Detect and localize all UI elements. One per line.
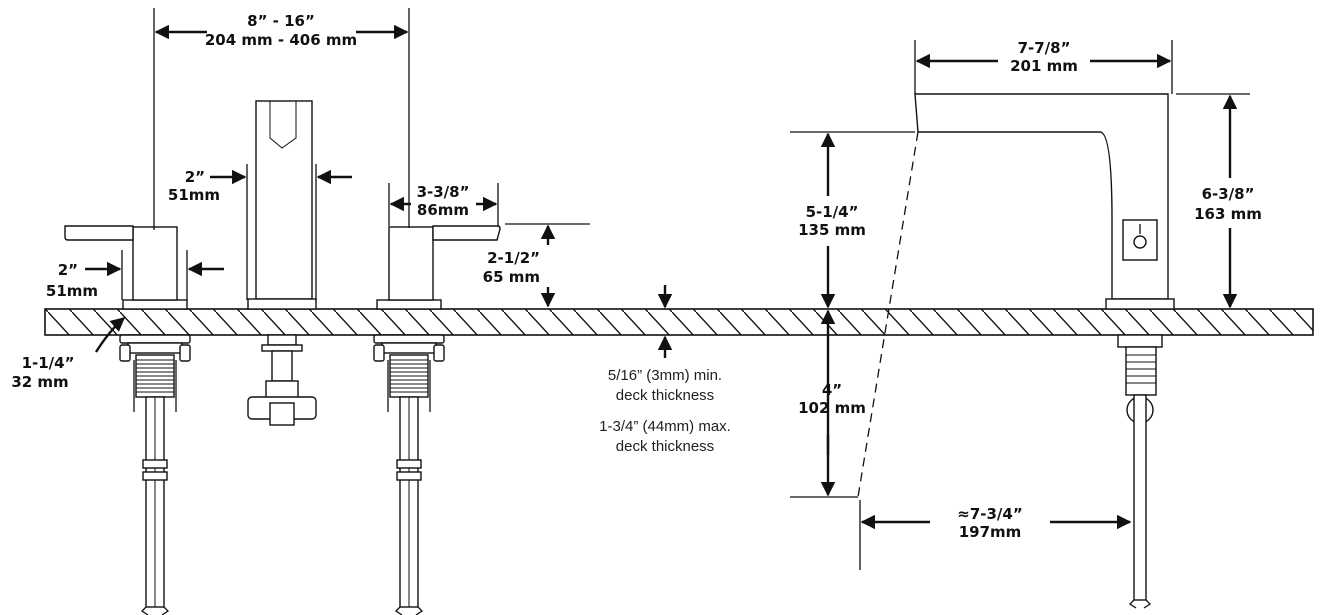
hole-dia-dim-imperial: 1-1/4”: [22, 354, 75, 372]
handle-reach-dim-imperial: 3-3/8”: [417, 183, 470, 201]
body-width-dim-imperial: 2”: [185, 168, 205, 186]
deck-note-line2: deck thickness: [616, 387, 714, 404]
below-deck-dim-imperial: 4”: [822, 381, 842, 399]
handle-reach-dim-metric: 86mm: [417, 201, 469, 219]
body-width-dim-metric: 51mm: [168, 186, 220, 204]
hole-dia-dim-metric: 32 mm: [11, 373, 68, 391]
spout-reach-dim-imperial: 7-7/8”: [1018, 39, 1071, 57]
spout-clearance-dim-imperial: 5-1/4”: [806, 203, 859, 221]
spout-clearance-dim-metric: 135 mm: [798, 221, 866, 239]
deck-note-line1: 5/16” (3mm) min.: [608, 367, 722, 384]
tailpiece-offset-dim-metric: 197mm: [959, 523, 1022, 541]
spout-height-dim-imperial: 6-3/8”: [1202, 185, 1255, 203]
dimension-labels: 8” - 16” 204 mm - 406 mm 2” 51mm 2” 51mm…: [11, 12, 1262, 541]
spread-dim-imperial: 8” - 16”: [247, 12, 315, 30]
spread-dim-metric: 204 mm - 406 mm: [205, 31, 357, 49]
handle-base-dim-imperial: 2”: [58, 261, 78, 279]
deck-note-line4: deck thickness: [616, 438, 714, 455]
spout-reach-dim-metric: 201 mm: [1010, 57, 1078, 75]
spout-assembly: [914, 93, 1175, 609]
center-body: [247, 100, 317, 426]
spout-height-dim-metric: 163 mm: [1194, 205, 1262, 223]
tailpiece-offset-dim-imperial: ≈7-3/4”: [957, 505, 1022, 523]
handle-height-dim-imperial: 2-1/2”: [487, 249, 540, 267]
handle-base-dim-metric: 51mm: [46, 282, 98, 300]
dimension-lines: [85, 8, 1250, 570]
countertop-deck: [44, 308, 1314, 336]
right-handle-valve: [373, 225, 501, 615]
below-deck-dim-metric: 102 mm: [798, 399, 866, 417]
left-handle-valve: [64, 225, 191, 615]
deck-note-line3: 1-3/4” (44mm) max.: [599, 418, 731, 435]
handle-height-dim-metric: 65 mm: [483, 268, 540, 286]
